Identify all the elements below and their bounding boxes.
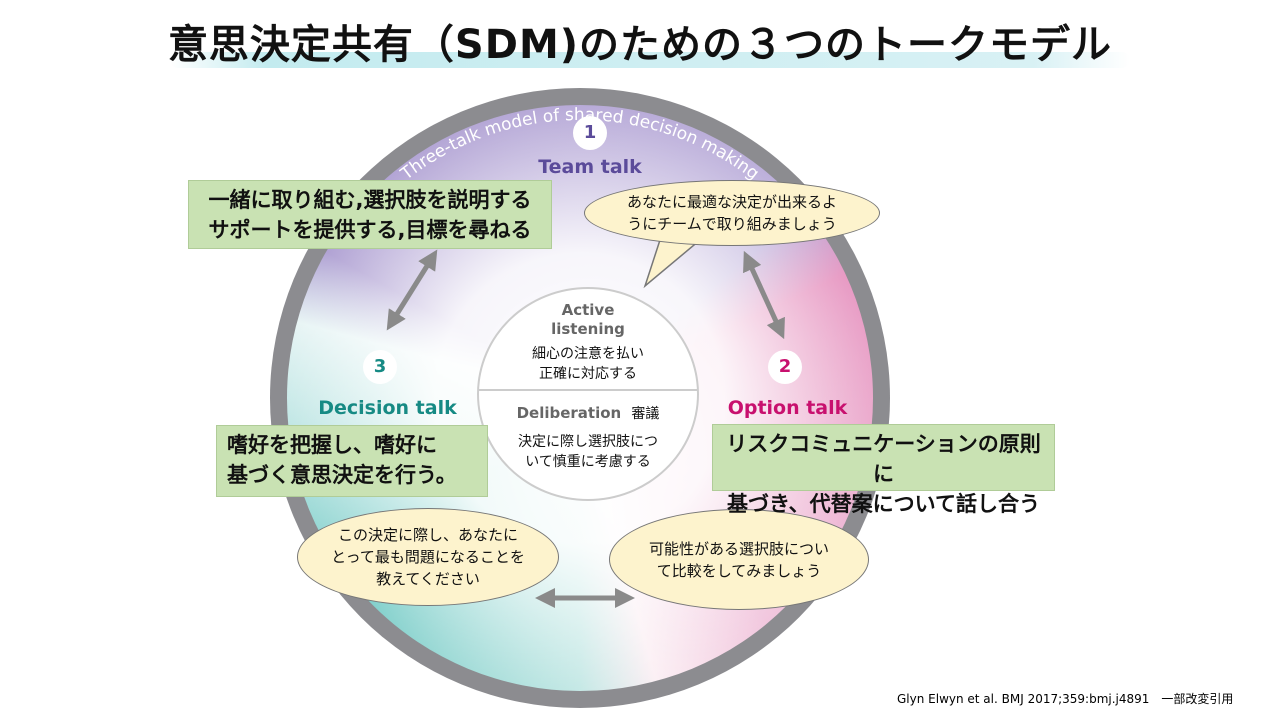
- decision-number: 3: [363, 350, 397, 384]
- title-underline: [170, 52, 1130, 68]
- arrow-team-decision: [386, 249, 438, 331]
- active-listening-jp: 細心の注意を払い正確に対応する: [532, 346, 644, 382]
- arrow-team-option: [743, 250, 785, 340]
- option-number: 2: [768, 350, 802, 384]
- option-speech-bubble: 可能性がある選択肢について比較をしてみましょう: [609, 509, 869, 610]
- decision-talk-box: 嗜好を把握し、嗜好に基づく意思決定を行う。: [216, 425, 488, 497]
- option-talk-label: Option talk: [727, 397, 848, 419]
- deliberation-jp: 決定に際し選択肢について慎重に考慮する: [518, 434, 658, 470]
- deliberation-label: Deliberation 審議: [516, 404, 660, 422]
- bubble-tail: [643, 239, 703, 289]
- option-talk-box: リスクコミュニケーションの原則に基づき、代替案について話し合う: [712, 424, 1055, 516]
- team-number: 1: [573, 116, 607, 150]
- citation: Glyn Elwyn et al. BMJ 2017;359:bmj.j4891…: [897, 692, 1234, 706]
- team-speech-bubble: あなたに最適な決定が出来るようにチームで取り組みましょう: [584, 180, 880, 246]
- decision-speech-bubble: この決定に際し、あなたにとって最も問題になることを教えてください: [297, 508, 559, 606]
- center-divider: [479, 389, 697, 391]
- team-talk-label: Team talk: [538, 156, 642, 178]
- team-talk-box: 一緒に取り組む,選択肢を説明するサポートを提供する,目標を尋ねる: [188, 180, 552, 249]
- page-title: 意思決定共有（SDM)のための３つのトークモデル: [167, 22, 1113, 68]
- decision-talk-label: Decision talk: [318, 397, 457, 419]
